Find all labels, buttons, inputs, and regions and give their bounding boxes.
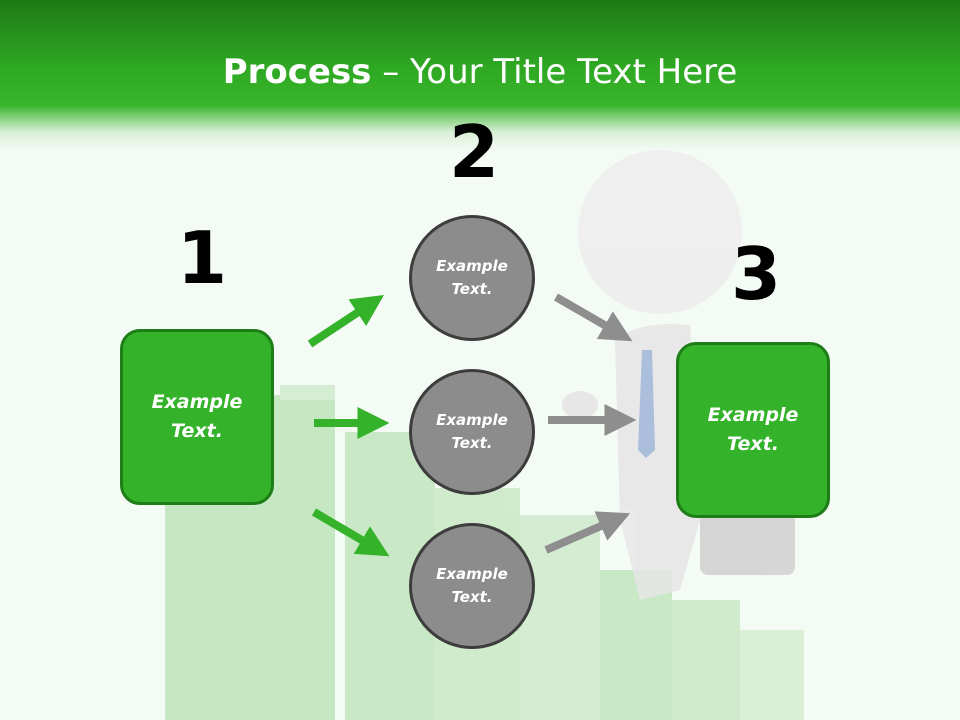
green-arrow-icon: [311, 508, 390, 557]
title-banner: [0, 0, 960, 150]
slide-title: Process – Your Title Text Here: [222, 52, 738, 92]
person-illustration: [562, 150, 795, 600]
step-number-1: 1: [177, 216, 228, 300]
step-number-2: 2: [449, 110, 500, 194]
green-arrow-icon: [307, 295, 385, 348]
gray-arrow-icon: [544, 511, 631, 554]
step-number-3: 3: [731, 232, 782, 316]
gray-arrow-icon: [553, 293, 633, 342]
